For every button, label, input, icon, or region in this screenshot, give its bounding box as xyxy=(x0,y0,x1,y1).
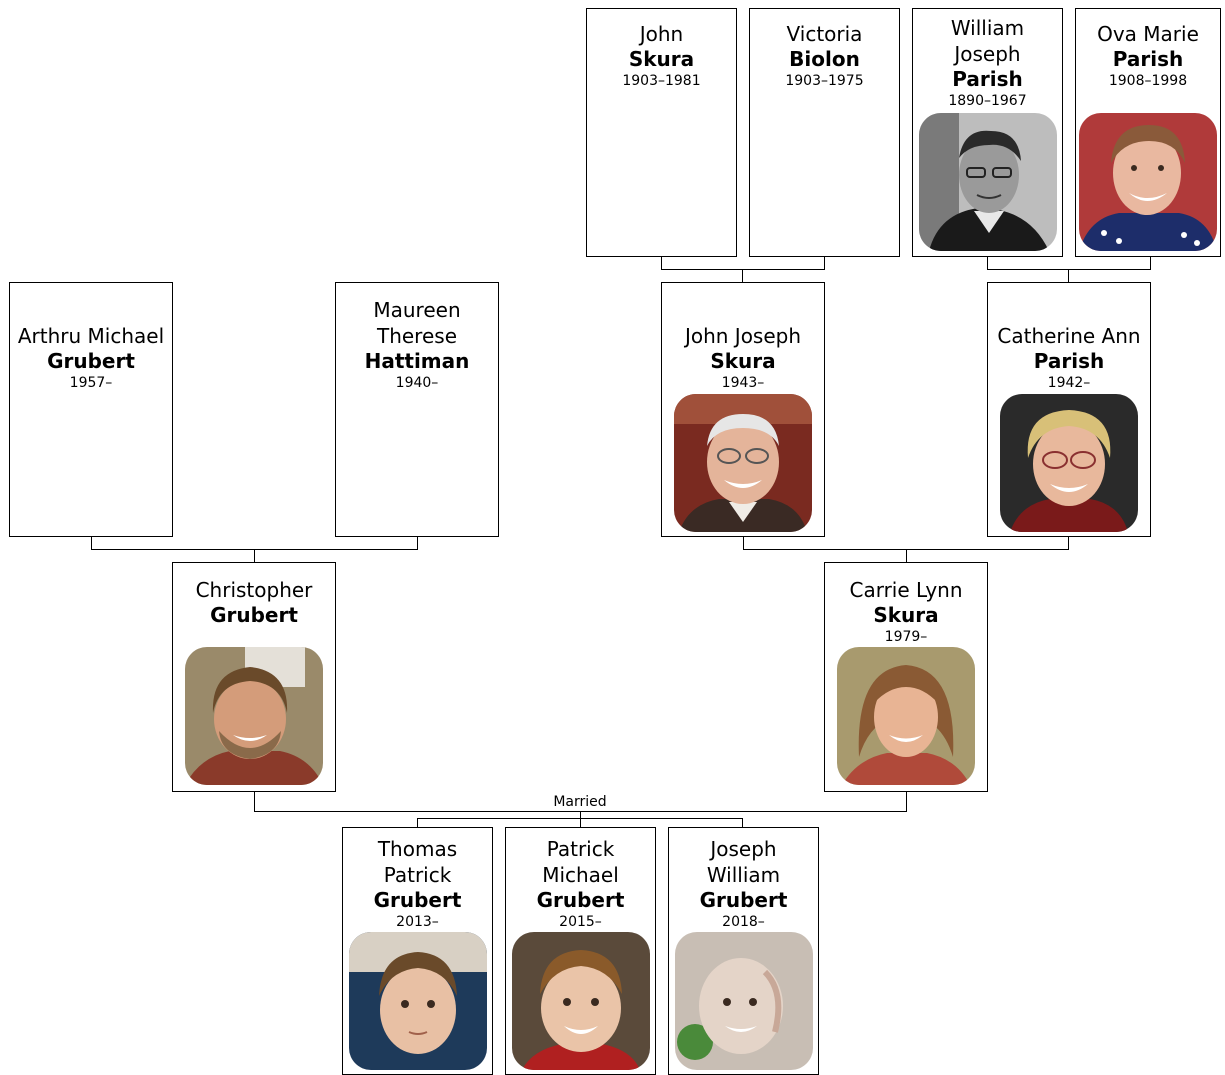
surname: Parish xyxy=(1112,47,1184,71)
connector xyxy=(906,792,907,811)
portrait-photo xyxy=(837,647,975,785)
surname: Hattiman xyxy=(364,349,470,373)
life-dates: 1957– xyxy=(69,375,113,391)
portrait-photo xyxy=(918,113,1057,251)
connector xyxy=(417,818,743,819)
given-name: Patrick Michael xyxy=(542,837,619,887)
given-name: Arthru Michael xyxy=(17,324,165,348)
surname: Parish xyxy=(1033,349,1105,373)
given-name: Thomas Patrick xyxy=(377,837,458,887)
life-dates: 2018– xyxy=(722,914,765,930)
given-name: William Joseph xyxy=(950,16,1025,66)
surname: Grubert xyxy=(373,888,462,912)
connector xyxy=(580,811,581,827)
surname: Grubert xyxy=(699,888,788,912)
portrait-photo xyxy=(674,394,812,532)
connector xyxy=(906,549,907,562)
person-card-arthru-grubert[interactable]: Arthru Michael Grubert 1957– xyxy=(9,282,173,537)
connector xyxy=(1150,257,1151,269)
life-dates: 1903–1975 xyxy=(785,73,864,89)
life-dates: 1979– xyxy=(884,629,928,645)
connector xyxy=(254,549,255,562)
person-card-christopher-grubert[interactable]: Christopher Grubert xyxy=(172,562,336,792)
person-card-patrick-grubert[interactable]: Patrick Michael Grubert 2015– xyxy=(505,827,656,1075)
person-card-william-parish[interactable]: William Joseph Parish 1890–1967 xyxy=(912,8,1063,257)
given-name: Catherine Ann xyxy=(997,324,1141,348)
connector xyxy=(661,257,662,269)
life-dates: 2015– xyxy=(559,914,602,930)
connector xyxy=(1068,269,1069,282)
life-dates: 2013– xyxy=(396,914,439,930)
connector xyxy=(743,537,744,549)
portrait-photo xyxy=(511,932,650,1070)
life-dates: 1942– xyxy=(1047,375,1091,391)
connector xyxy=(824,257,825,269)
married-label: Married xyxy=(553,794,607,810)
person-card-carrie-skura[interactable]: Carrie Lynn Skura 1979– xyxy=(824,562,988,792)
connector xyxy=(742,269,743,282)
person-card-maureen-hattiman[interactable]: Maureen Therese Hattiman 1940– xyxy=(335,282,499,537)
life-dates: 1903–1981 xyxy=(622,73,701,89)
given-name: John Joseph xyxy=(684,324,802,348)
given-name: Victoria xyxy=(786,22,863,46)
life-dates: 1908–1998 xyxy=(1108,73,1188,89)
given-name: Ova Marie xyxy=(1097,22,1199,46)
person-card-john-joseph-skura[interactable]: John Joseph Skura 1943– xyxy=(661,282,825,537)
given-name: Maureen Therese xyxy=(373,298,461,348)
given-name: Joseph William xyxy=(706,837,781,887)
connector xyxy=(987,269,1151,270)
person-card-thomas-grubert[interactable]: Thomas Patrick Grubert 2013– xyxy=(342,827,493,1075)
given-name: John xyxy=(639,22,684,46)
person-card-joseph-grubert[interactable]: Joseph William Grubert 2018– xyxy=(668,827,819,1075)
surname: Grubert xyxy=(47,349,135,373)
given-name: Christopher xyxy=(195,578,313,602)
portrait-photo xyxy=(1079,113,1217,251)
portrait-photo xyxy=(1000,394,1138,532)
connector xyxy=(1068,537,1069,549)
portrait-photo xyxy=(185,647,323,785)
life-dates: 1940– xyxy=(395,375,439,391)
connector xyxy=(661,269,825,270)
life-dates: 1943– xyxy=(721,375,765,391)
person-card-catherine-parish[interactable]: Catherine Ann Parish 1942– xyxy=(987,282,1151,537)
given-name: Carrie Lynn xyxy=(849,578,963,602)
person-card-ova-parish[interactable]: Ova Marie Parish 1908–1998 xyxy=(1075,8,1221,257)
connector xyxy=(91,537,92,549)
surname: Grubert xyxy=(210,603,298,627)
portrait-photo xyxy=(674,932,813,1070)
portrait-photo xyxy=(348,932,487,1070)
connector xyxy=(417,818,418,827)
life-dates: 1890–1967 xyxy=(948,93,1027,109)
surname: Skura xyxy=(710,349,776,373)
person-card-victoria-biolon[interactable]: Victoria Biolon 1903–1975 xyxy=(749,8,900,257)
surname: Parish xyxy=(952,67,1023,91)
connector xyxy=(254,792,255,811)
surname: Skura xyxy=(873,603,939,627)
surname: Grubert xyxy=(536,888,625,912)
connector xyxy=(742,818,743,827)
connector xyxy=(987,257,988,269)
connector xyxy=(417,537,418,549)
surname: Biolon xyxy=(789,47,860,71)
person-card-john-skura[interactable]: John Skura 1903–1981 xyxy=(586,8,737,257)
surname: Skura xyxy=(628,47,695,71)
